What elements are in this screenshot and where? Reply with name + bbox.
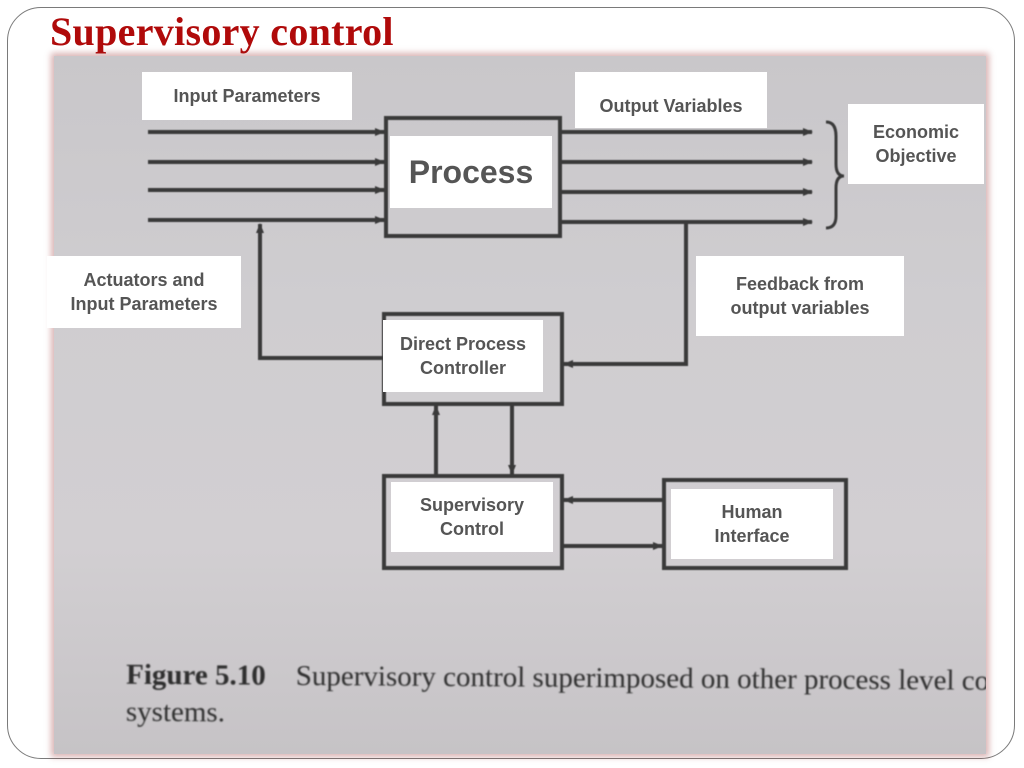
process-block xyxy=(384,116,562,238)
process-label: Process xyxy=(390,136,552,208)
feedback-line xyxy=(563,224,688,368)
block-diagram xyxy=(148,116,848,570)
feedback-label: Feedback from output variables xyxy=(696,256,904,336)
direct-controller-label: Direct Process Controller xyxy=(383,320,543,392)
actuator-line xyxy=(256,223,384,360)
slide-title: Supervisory control xyxy=(50,9,394,54)
actuators-label: Actuators and Input Parameters xyxy=(47,256,241,328)
economic-objective-label: Economic Objective xyxy=(848,104,984,184)
output-brace xyxy=(825,120,845,230)
supervisory-block xyxy=(382,474,564,570)
output-variables-label: Output Variables xyxy=(575,72,767,128)
input-parameters-label: Input Parameters xyxy=(142,72,352,120)
human-interface-block xyxy=(662,478,848,570)
human-interface-label: Human Interface xyxy=(671,489,833,559)
supervisory-control-label: Supervisory Control xyxy=(391,482,553,552)
figure-number: Figure 5.10 xyxy=(126,658,266,692)
